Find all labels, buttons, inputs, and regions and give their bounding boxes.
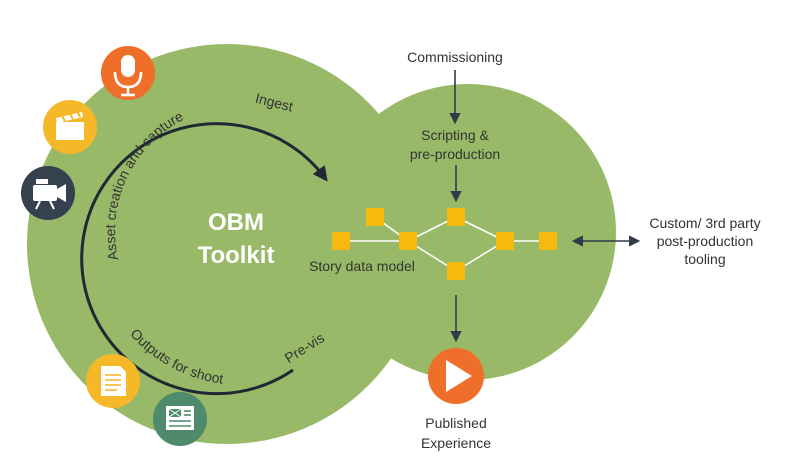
- scripting-label-line2: pre-production: [410, 146, 500, 162]
- newsletter-icon: [153, 392, 207, 446]
- scripting-label-line1: Scripting &: [421, 127, 489, 143]
- story-node: [496, 232, 514, 250]
- clapperboard-icon: [43, 100, 97, 154]
- story-node: [539, 232, 557, 250]
- video-camera-icon: [21, 166, 75, 220]
- custom-tooling-label-line1: Custom/ 3rd party: [649, 215, 760, 231]
- workflow-loop-arc: [80, 122, 328, 396]
- toolkit-title-line1: OBM: [208, 209, 264, 236]
- commissioning-label: Commissioning: [407, 49, 503, 65]
- toolkit-title-line2: Toolkit: [198, 242, 275, 269]
- custom-tooling-label-line3: tooling: [684, 251, 725, 267]
- story-node: [332, 232, 350, 250]
- production-circle: [320, 84, 616, 380]
- story-node: [447, 262, 465, 280]
- published-label-line1: Published: [425, 415, 487, 431]
- story-node: [366, 208, 384, 226]
- story-nodes: [332, 208, 557, 280]
- toolkit-circle: [27, 44, 427, 444]
- play-icon: [428, 348, 484, 404]
- story-node: [399, 232, 417, 250]
- published-label-line2: Experience: [421, 435, 491, 451]
- document-icon: [86, 354, 140, 408]
- custom-tooling-label-line2: post-production: [657, 233, 754, 249]
- microphone-icon: [101, 46, 155, 100]
- story-node: [447, 208, 465, 226]
- story-data-model-label: Story data model: [309, 258, 415, 274]
